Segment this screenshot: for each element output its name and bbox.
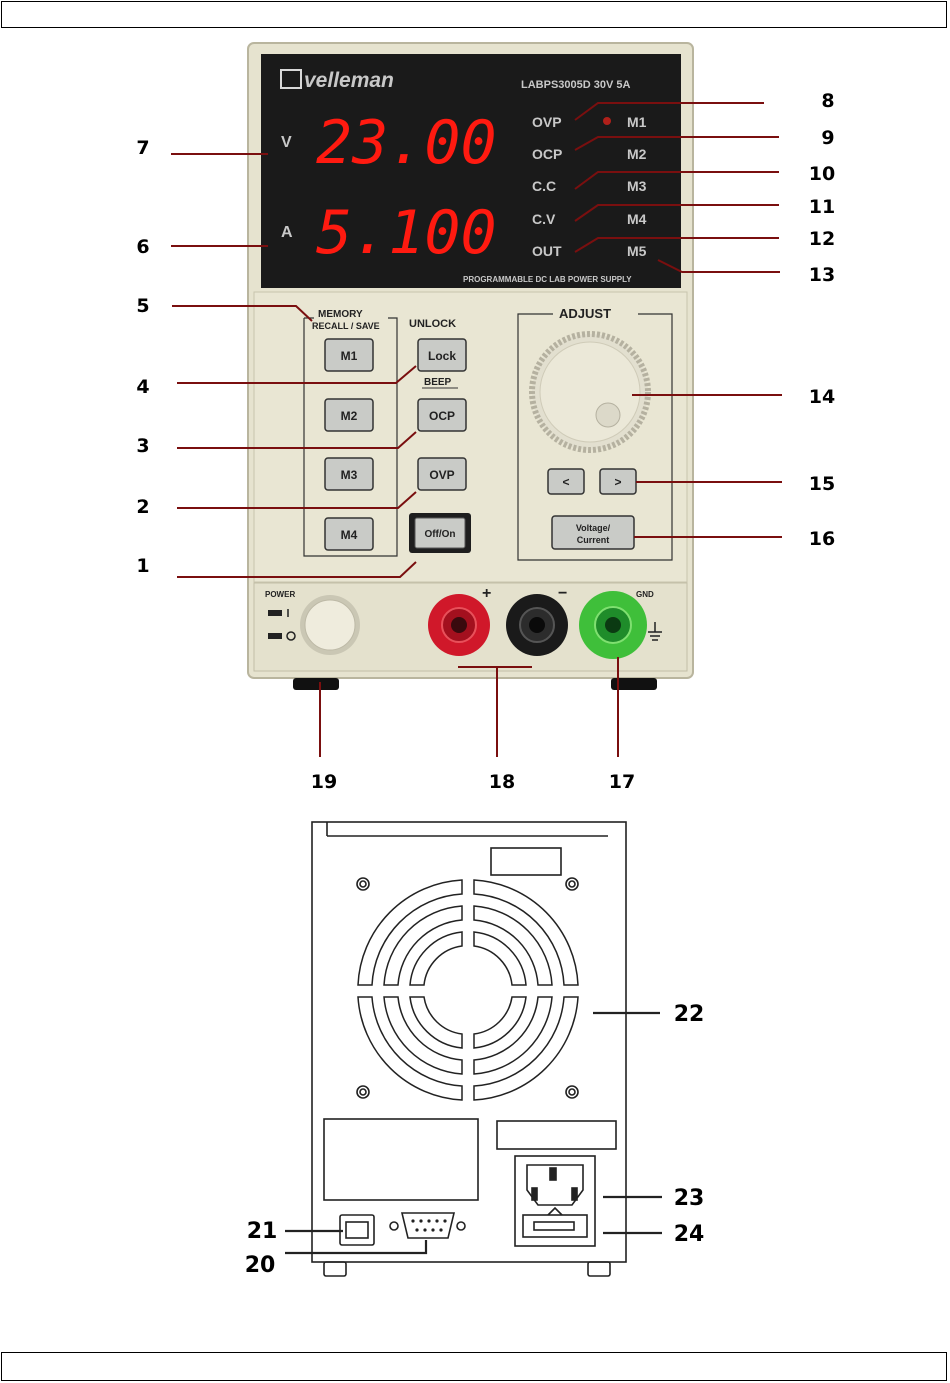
callout-18: 18	[489, 771, 515, 793]
model-label: LABPS3005D 30V 5A	[521, 79, 630, 91]
terminal-positive[interactable]	[428, 594, 490, 656]
indicator-m1: M1	[627, 114, 647, 130]
button-output-onoff[interactable]: Off/On	[409, 513, 471, 553]
indicator-cc: C.C	[532, 178, 556, 194]
indicator-m4: M4	[627, 211, 647, 227]
button-m1[interactable]: M1	[325, 339, 373, 371]
button-cursor-right[interactable]: >	[600, 469, 636, 494]
beep-label: BEEP	[424, 377, 452, 388]
button-m4[interactable]: M4	[325, 518, 373, 550]
callout-1: 1	[136, 555, 149, 577]
callout-5: 5	[136, 295, 149, 317]
button-ocp[interactable]: OCP	[418, 399, 466, 431]
callout-14: 14	[809, 386, 835, 408]
indicator-m2: M2	[627, 146, 647, 162]
indicator-m5: M5	[627, 243, 647, 259]
power-label: POWER	[265, 590, 295, 599]
m2-button-label: M2	[341, 409, 358, 423]
button-voltage-current[interactable]: Voltage/ Current	[552, 516, 634, 549]
offon-button-label: Off/On	[424, 529, 455, 540]
recall-save-label: RECALL / SAVE	[312, 321, 380, 331]
indicator-out: OUT	[532, 243, 562, 259]
power-off-icon	[268, 633, 282, 639]
adjust-label: ADJUST	[559, 306, 611, 321]
rear-panel	[312, 822, 626, 1276]
callout-15: 15	[809, 473, 835, 495]
right-button-label: >	[614, 475, 621, 489]
lock-button-label: Lock	[428, 349, 456, 363]
rear-foot-left	[324, 1262, 346, 1276]
button-lock[interactable]: Lock	[418, 339, 466, 371]
current-unit: A	[281, 224, 293, 241]
minus-label: −	[558, 585, 567, 602]
button-m3[interactable]: M3	[325, 458, 373, 490]
callout-17: 17	[609, 771, 635, 793]
button-m2[interactable]: M2	[325, 399, 373, 431]
plus-label: +	[482, 585, 491, 602]
voltage-unit: V	[281, 134, 292, 151]
callout-6: 6	[136, 236, 149, 258]
unlock-label: UNLOCK	[409, 318, 456, 330]
indicator-ovp: OVP	[532, 114, 562, 130]
callout-9: 9	[821, 127, 834, 149]
callout-19: 19	[311, 771, 337, 793]
ovp-button-label: OVP	[429, 468, 454, 482]
power-on-icon	[268, 610, 282, 616]
callout-8: 8	[821, 90, 834, 112]
memory-label: MEMORY	[318, 309, 363, 320]
callout-10: 10	[809, 163, 835, 185]
indicator-m3: M3	[627, 178, 647, 194]
subtitle-label: PROGRAMMABLE DC LAB POWER SUPPLY	[463, 275, 632, 284]
button-ovp[interactable]: OVP	[418, 458, 466, 490]
callout-24: 24	[674, 1222, 705, 1247]
adjust-knob[interactable]	[532, 334, 648, 450]
gnd-label: GND	[636, 590, 654, 599]
callout-20: 20	[245, 1253, 276, 1278]
callout-3: 3	[136, 435, 149, 457]
callout-16: 16	[809, 528, 835, 550]
ocp-button-label: OCP	[429, 409, 455, 423]
callout-7: 7	[136, 137, 149, 159]
button-cursor-left[interactable]: <	[548, 469, 584, 494]
indicator-cv: C.V	[532, 211, 556, 227]
callout-4: 4	[136, 376, 149, 398]
power-switch[interactable]	[300, 595, 360, 655]
callout-13: 13	[809, 264, 835, 286]
terminal-negative[interactable]	[506, 594, 568, 656]
indicator-ocp: OCP	[532, 146, 562, 162]
callout-21: 21	[247, 1219, 278, 1244]
m1-button-label: M1	[341, 349, 358, 363]
terminal-ground[interactable]	[579, 591, 647, 659]
m4-button-label: M4	[341, 528, 358, 542]
callout-11: 11	[809, 196, 835, 218]
m3-button-label: M3	[341, 468, 358, 482]
callout-2: 2	[136, 496, 149, 518]
voltage-readout: 23.00	[316, 108, 497, 178]
front-foot-left	[293, 678, 339, 690]
rear-foot-right	[588, 1262, 610, 1276]
callout-22: 22	[674, 1002, 705, 1027]
current-readout: 5.100	[316, 198, 497, 268]
m1-led	[603, 117, 611, 125]
vc-button-label-1: Voltage/	[576, 523, 611, 533]
brand-name: velleman	[304, 69, 394, 92]
callout-23: 23	[674, 1186, 705, 1211]
vc-button-label-2: Current	[577, 535, 610, 545]
front-panel: velleman LABPS3005D 30V 5A PROGRAMMABLE …	[248, 43, 693, 690]
left-button-label: <	[562, 475, 569, 489]
callout-12: 12	[809, 228, 835, 250]
